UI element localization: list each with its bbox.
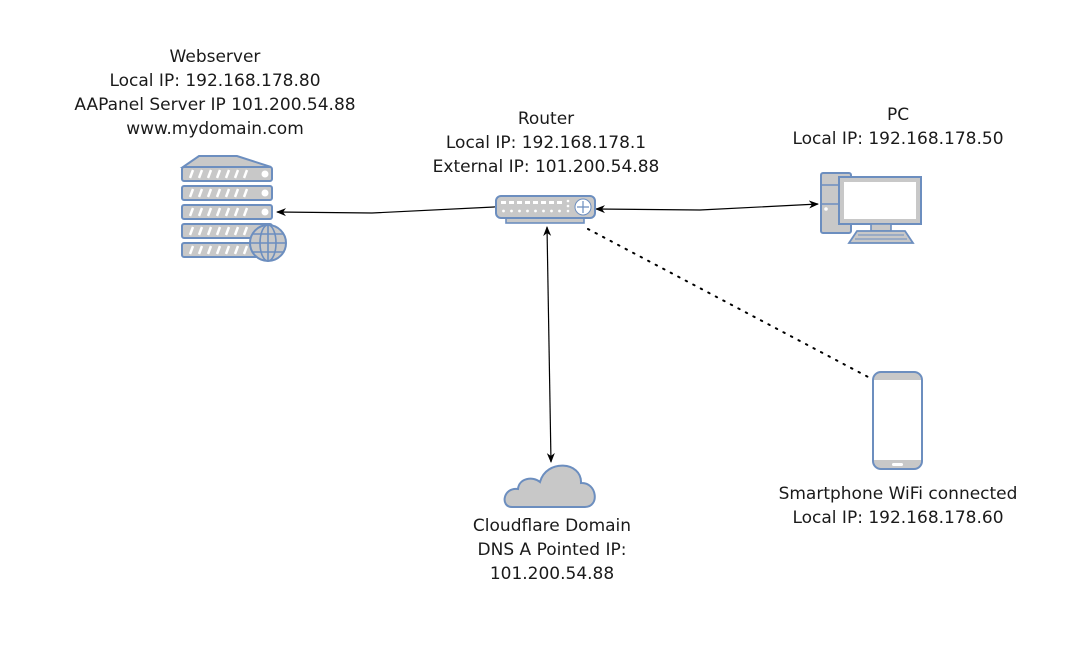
- webserver-label: Webserver Local IP: 192.168.178.80 AAPan…: [55, 45, 375, 141]
- webserver-local-ip: Local IP: 192.168.178.80: [109, 71, 321, 91]
- pc-label: PC Local IP: 192.168.178.50: [768, 103, 1028, 151]
- edge-router-webserver: [276, 202, 504, 217]
- cloudflare-title: Cloudflare Domain: [472, 516, 632, 536]
- smartphone-icon[interactable]: [872, 371, 923, 470]
- webserver-server-ip: AAPanel Server IP 101.200.54.88: [74, 95, 356, 115]
- router-external-ip: External IP: 101.200.54.88: [432, 157, 660, 177]
- webserver-title: Webserver: [169, 47, 261, 67]
- router-title: Router: [517, 109, 575, 129]
- smartphone-local-ip: Local IP: 192.168.178.60: [792, 508, 1004, 528]
- router-label: Router Local IP: 192.168.178.1 External …: [406, 107, 686, 179]
- edge-router-cloudflare: [543, 226, 555, 463]
- server-globe-icon[interactable]: [179, 155, 287, 262]
- webserver-domain: www.mydomain.com: [126, 119, 304, 139]
- cloudflare-dns-record: DNS A Pointed IP:: [477, 540, 627, 560]
- pc-title: PC: [886, 105, 910, 125]
- cloud-icon[interactable]: [503, 464, 596, 508]
- cloudflare-label: Cloudflare Domain DNS A Pointed IP: 101.…: [442, 514, 662, 586]
- pc-local-ip: Local IP: 192.168.178.50: [792, 129, 1004, 149]
- cloudflare-ip: 101.200.54.88: [489, 564, 615, 584]
- desktop-pc-icon[interactable]: [820, 172, 922, 244]
- edge-router-pc: [595, 200, 819, 214]
- router-local-ip: Local IP: 192.168.178.1: [445, 133, 647, 153]
- router-icon[interactable]: [495, 195, 596, 224]
- edge-router-smartphone-wifi: [587, 228, 871, 379]
- smartphone-label: Smartphone WiFi connected Local IP: 192.…: [752, 482, 1044, 530]
- smartphone-title: Smartphone WiFi connected: [778, 484, 1018, 504]
